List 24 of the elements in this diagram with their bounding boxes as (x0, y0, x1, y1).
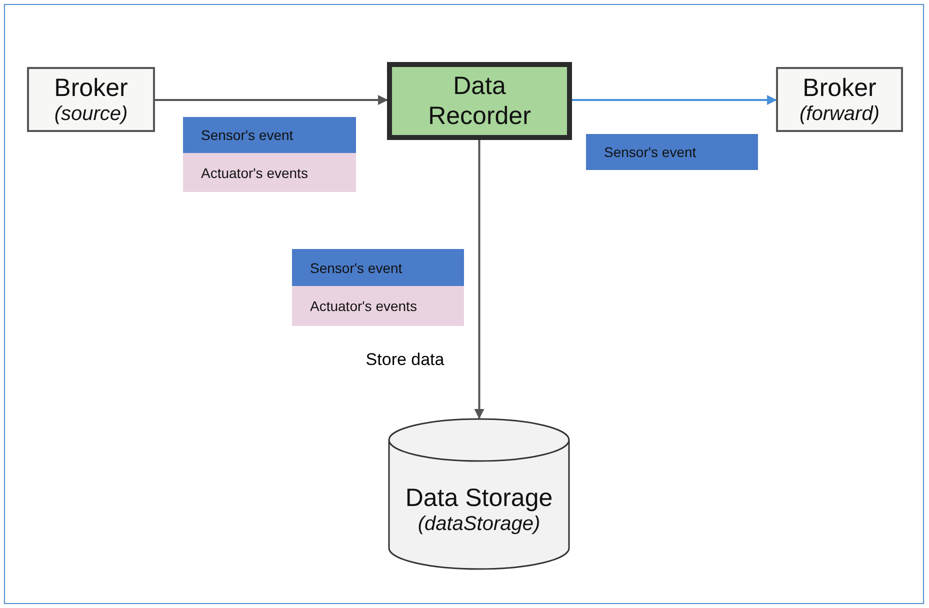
event-label: Actuator's events (310, 298, 417, 314)
arrow (155, 95, 388, 105)
process-box (387, 62, 572, 140)
event-tag (292, 286, 464, 326)
node-subtitle: (dataStorage) (418, 512, 540, 536)
arrow (572, 95, 777, 105)
process-box (776, 67, 903, 132)
arrow (474, 140, 484, 419)
event-label: Actuator's events (201, 164, 308, 180)
event-label: Sensor's event (310, 260, 402, 276)
node-title: Broker (802, 73, 876, 103)
node-subtitle: (forward) (799, 103, 880, 126)
event-tag (292, 249, 464, 286)
node-subtitle: (source) (54, 103, 128, 126)
node-title: Data Storage (405, 482, 553, 512)
node-title: Broker (54, 73, 128, 103)
event-label: Sensor's event (201, 127, 294, 143)
event-tag (183, 117, 356, 153)
process-box (27, 67, 155, 132)
database-cylinder (388, 418, 570, 570)
node-title: Data Recorder (427, 71, 532, 131)
event-tag (183, 153, 356, 192)
event-tag (586, 134, 758, 170)
event-label: Sensor's event (604, 144, 696, 160)
